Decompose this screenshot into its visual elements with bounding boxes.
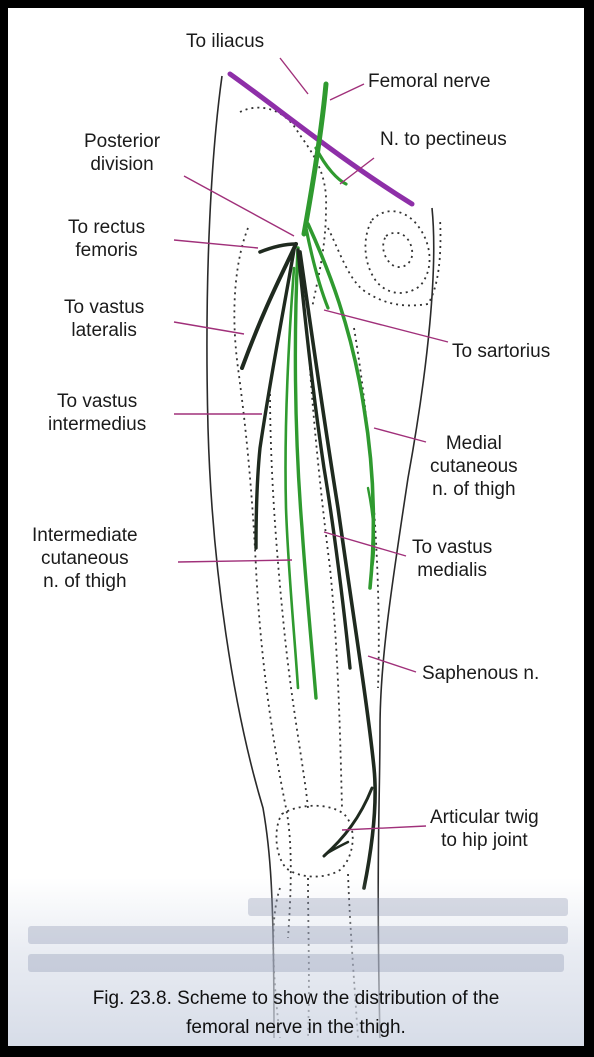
obturator-inner-dotted — [383, 233, 412, 267]
leader-vastus-lateralis — [174, 322, 244, 334]
label-medial-cutaneous: Medial cutaneous n. of thigh — [430, 432, 518, 501]
figure-page: To iliacus Femoral nerve N. to pectineus… — [8, 8, 584, 1046]
label-articular-twig: Articular twig to hip joint — [430, 806, 539, 852]
label-to-sartorius: To sartorius — [452, 340, 550, 363]
label-intermediate-cutaneous: Intermediate cutaneous n. of thigh — [32, 524, 138, 593]
nerve-to-vastus-intermedius — [256, 250, 294, 548]
leader-posterior-division — [184, 176, 294, 236]
muscle-lateral-dotted — [270, 388, 308, 808]
leader-saphenous — [368, 656, 416, 672]
label-to-rectus-femoris: To rectus femoris — [68, 216, 145, 262]
label-saphenous: Saphenous n. — [422, 662, 539, 685]
saphenous-lower-branch — [324, 788, 372, 856]
obturator-dotted — [365, 211, 429, 293]
label-femoral-nerve: Femoral nerve — [368, 70, 491, 93]
knee-dotted — [276, 806, 352, 877]
label-to-vastus-lateralis: To vastus lateralis — [64, 296, 144, 342]
pubis-dotted — [328, 218, 441, 305]
figure-caption: Fig. 23.8. Scheme to show the distributi… — [8, 984, 584, 1042]
label-to-iliacus: To iliacus — [186, 30, 264, 53]
label-posterior-division: Posterior division — [84, 130, 160, 176]
femur-medial-dotted — [308, 338, 342, 808]
leader-rectus-femoris — [174, 240, 258, 248]
label-to-vastus-medialis: To vastus medialis — [412, 536, 492, 582]
leader-articular-twig — [342, 826, 426, 830]
leader-femoral-nerve — [330, 84, 364, 100]
label-n-to-pectineus: N. to pectineus — [380, 128, 507, 151]
leader-to-iliacus — [280, 58, 308, 94]
leader-medial-cutaneous — [374, 428, 426, 442]
nerve-to-pectineus — [316, 148, 346, 184]
label-to-vastus-intermedius: To vastus intermedius — [48, 390, 146, 436]
leader-intermediate-cutaneous — [178, 560, 292, 562]
